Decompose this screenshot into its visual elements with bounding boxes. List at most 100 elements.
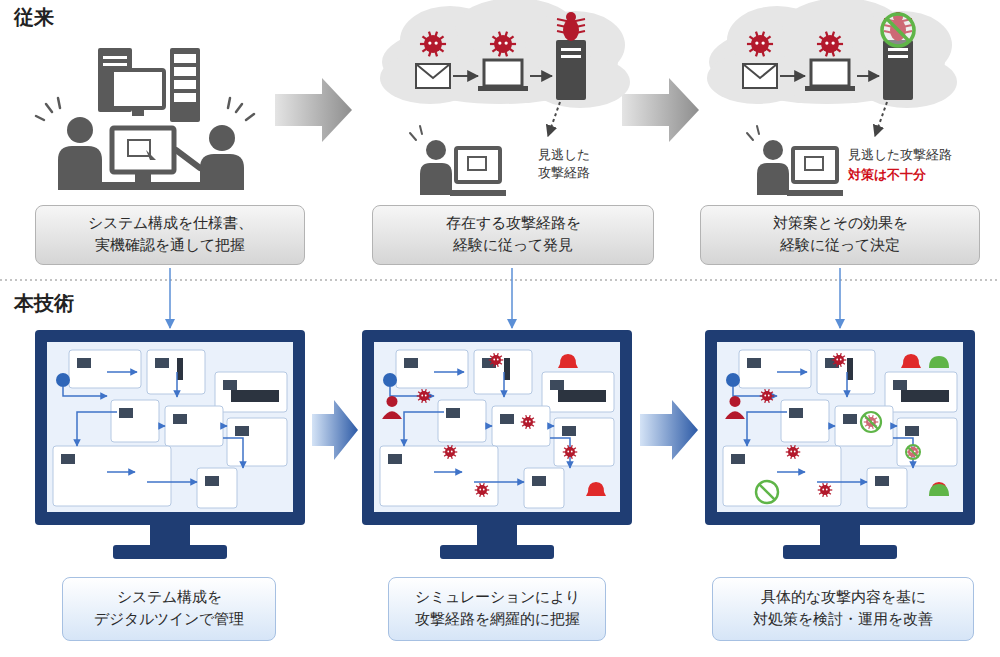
drawing-part <box>885 372 957 412</box>
caption-text: 具体的な攻撃内容を基に 対処策を検討・運用を改善 <box>738 587 948 631</box>
drawing-part <box>829 425 835 427</box>
caption-box: システム構成を仕様書、 実機確認を通して把握 <box>35 205 305 265</box>
virus-icon <box>420 32 446 57</box>
drawing-part <box>231 390 279 402</box>
drawing-part <box>155 358 169 368</box>
drawing-part <box>477 525 517 547</box>
drawing-part <box>567 451 569 453</box>
drawing-part <box>794 451 796 453</box>
drawing-part <box>404 358 418 368</box>
drawing-part <box>215 372 287 412</box>
drawing-part <box>147 350 205 394</box>
drawing-part <box>486 425 492 427</box>
drawing-part <box>762 41 765 44</box>
drawing-part <box>908 447 918 457</box>
drawing-part <box>424 35 442 53</box>
drawing-part <box>428 41 431 44</box>
drawing-part <box>882 14 914 46</box>
drawing-part <box>492 406 550 446</box>
drawing-part <box>147 481 197 483</box>
drawing-part <box>840 359 842 361</box>
drawing-part <box>77 358 91 368</box>
drawing-part <box>35 330 975 559</box>
drawing-part <box>456 148 500 182</box>
drawing-part <box>474 350 532 394</box>
drawing-part <box>77 412 117 446</box>
drawing-part <box>447 451 449 453</box>
section-heading: 本技術 <box>14 290 74 317</box>
flow-arrow <box>275 78 352 142</box>
drawing-part <box>132 108 144 116</box>
virus-icon <box>490 32 516 57</box>
attack-cloud <box>380 0 630 196</box>
drawing-part <box>726 373 740 387</box>
attack-cloud <box>707 0 957 196</box>
drawing-part <box>128 140 150 156</box>
person-icon <box>725 396 745 419</box>
drawing-part <box>228 98 254 120</box>
drawing-part <box>362 330 632 525</box>
drawing-part <box>901 390 949 402</box>
drawing-part <box>150 525 190 547</box>
drawing-part <box>445 447 455 457</box>
twin-diagram <box>723 350 957 508</box>
drawing-part <box>743 64 777 88</box>
caption-box: 対策案とその効果を 経験に従って決定 <box>700 205 980 265</box>
virus-icon <box>475 483 490 497</box>
caption-text: シミュレーションにより 攻撃経路を網羅的に把握 <box>402 587 592 631</box>
drawing-part <box>497 359 499 361</box>
drawing-part <box>820 485 830 495</box>
drawing-part <box>822 489 824 491</box>
drawing-part <box>227 418 287 466</box>
drawing-part <box>730 396 741 407</box>
drawing-part <box>888 55 908 58</box>
drawing-part <box>562 426 576 436</box>
monitor <box>362 330 632 559</box>
drawing-part <box>95 182 205 190</box>
caption-text: システム構成を仕様書、 実機確認を通して把握 <box>80 213 260 257</box>
caption-text: 対策案とその効果を 経験に従って決定 <box>740 213 940 257</box>
caption-text: システム構成を デジタルツインで管理 <box>79 587 259 631</box>
drawing-part <box>174 80 196 89</box>
drawing-part <box>107 371 137 373</box>
drawing-part <box>450 190 506 196</box>
drawing-part <box>416 64 450 88</box>
drawing-part <box>893 380 907 390</box>
drawing-part <box>707 52 807 104</box>
drawing-part <box>861 412 881 432</box>
drawing-part <box>484 60 522 86</box>
drawing-part <box>832 41 835 44</box>
virus-icon <box>563 445 578 459</box>
separator <box>0 279 1000 281</box>
drawing-part <box>532 476 546 486</box>
drawing-part <box>69 350 141 388</box>
drawing-part <box>566 12 576 22</box>
drawing-part <box>906 445 920 459</box>
drawing-part <box>47 342 293 512</box>
alarm-icon <box>558 354 578 368</box>
drawing-part <box>747 358 761 368</box>
drawing-part <box>113 545 227 559</box>
guard-icon <box>929 356 949 368</box>
drawing-part <box>731 454 745 464</box>
down-arrow <box>169 268 171 328</box>
drawing-part <box>811 60 849 86</box>
drawing-part <box>176 150 200 168</box>
drawing-part <box>556 40 586 100</box>
drawing-part <box>380 446 498 506</box>
drawing-part <box>483 489 485 491</box>
person-at-computer <box>410 126 506 196</box>
drawing-part <box>235 426 249 436</box>
drawing-part <box>764 395 766 397</box>
drawing-part <box>477 485 487 495</box>
person-icon <box>382 396 402 419</box>
blocked-mark <box>861 412 881 432</box>
drawing-part <box>374 342 620 512</box>
virus-icon <box>443 445 458 459</box>
drawing-part <box>805 86 855 91</box>
drawing-part <box>561 55 581 58</box>
drawing-part <box>530 75 552 77</box>
drawing-part <box>558 390 606 402</box>
drawing-part <box>56 373 70 387</box>
